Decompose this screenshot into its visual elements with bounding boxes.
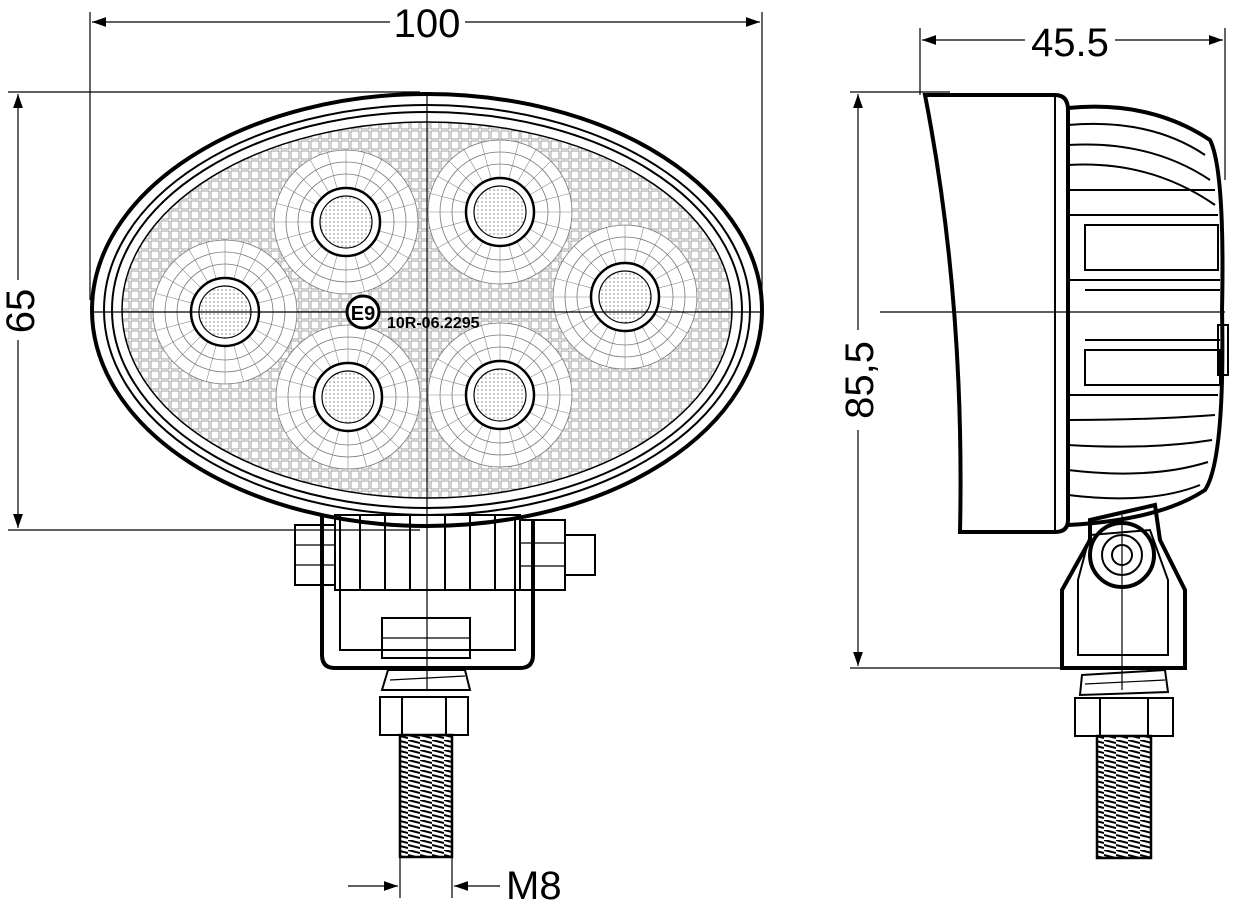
- bolt-thread: [398, 733, 454, 859]
- side-bracket: [1060, 502, 1187, 737]
- thread-dimension: M8: [348, 857, 562, 904]
- height-dimension: 65: [0, 94, 43, 528]
- led-4: [552, 224, 698, 370]
- total-height-label: 85,5: [838, 341, 882, 419]
- approval-symbol: E9: [351, 303, 375, 325]
- approval-number: 10R-06.2295: [387, 315, 480, 332]
- led-1: [273, 149, 419, 295]
- approval-marking: E9 10R-06.2295: [345, 294, 480, 332]
- front-view: 100 65 E9 10R-06.2295: [0, 2, 764, 904]
- led-2: [427, 139, 573, 285]
- bezel-profile: [922, 93, 1070, 534]
- heatsink: [1067, 104, 1225, 527]
- side-bolt-thread: [1095, 734, 1153, 860]
- led-6: [427, 322, 573, 468]
- width-dimension: 100: [92, 2, 760, 46]
- height-label: 65: [0, 289, 43, 334]
- total-height-dimension: 85,5: [838, 94, 882, 666]
- mounting-bracket: [294, 514, 596, 736]
- width-label: 100: [394, 2, 461, 46]
- thread-label: M8: [506, 864, 562, 904]
- side-view: 45.5 85,5: [838, 18, 1229, 860]
- led-5: [275, 324, 421, 470]
- depth-dimension: 45.5: [922, 18, 1223, 65]
- depth-label: 45.5: [1031, 21, 1109, 65]
